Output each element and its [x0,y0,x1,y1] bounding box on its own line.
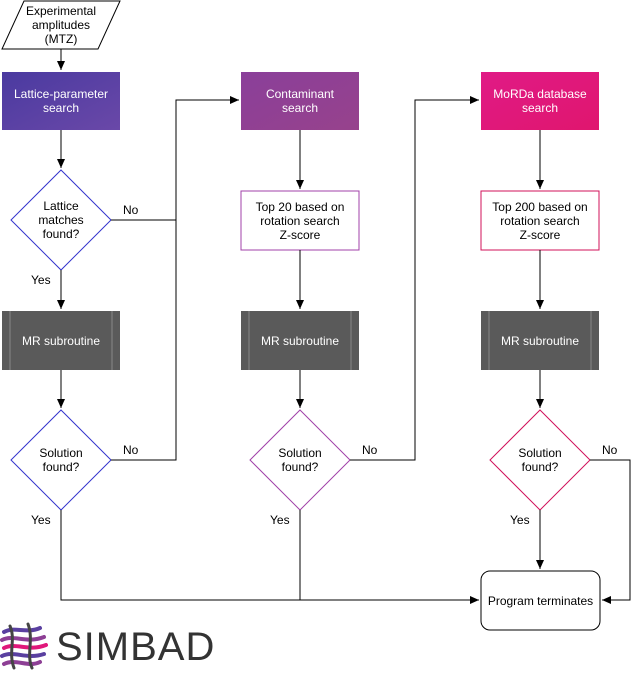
connectors [57,49,631,604]
input-node [1,0,121,50]
lattice-search-node [2,72,120,130]
input-label: Experimental amplitudes (MTZ) [25,4,97,46]
terminate-label: Program terminates [487,593,594,608]
edge-label-no-3: No [362,443,378,457]
edge-label-yes-4: Yes [510,513,530,527]
solution2-label: Solution found? [278,446,322,474]
mr-subroutine-node-1 [2,311,120,370]
edge-label-no-1: No [123,203,139,217]
solution1-label: Solution found? [39,446,83,474]
edge-label-yes-2: Yes [31,513,51,527]
mr-subroutine-node-3 [481,311,599,370]
edge-label-no-4: No [602,443,618,457]
solution3-label: Solution found? [518,446,562,474]
simbad-logo-text: SIMBAD [56,625,216,669]
contaminant-search-label: Contaminant search [265,87,335,115]
simbad-logo-icon [0,622,48,670]
morda-search-node [481,72,599,130]
top200-node [480,190,600,251]
mr-subroutine-node-2 [241,311,359,370]
mr3-label: MR subroutine [500,333,580,348]
edge-label-yes-1: Yes [31,273,51,287]
mr1-label: MR subroutine [21,333,101,348]
lattice-search-label: Lattice-parameter search [13,87,109,115]
contaminant-search-node [241,72,359,130]
mr2-label: MR subroutine [260,333,340,348]
morda-search-label: MoRDa database search [493,87,587,115]
edge-label-no-2: No [123,443,139,457]
top20-label: Top 20 based on rotation search Z-score [255,199,345,242]
lattice-decision-label: Lattice matches found? [38,199,84,241]
terminate-node [480,570,601,631]
top20-node [240,190,360,251]
edge-label-yes-3: Yes [270,513,290,527]
top200-label: Top 200 based on rotation search Z-score [492,199,588,242]
